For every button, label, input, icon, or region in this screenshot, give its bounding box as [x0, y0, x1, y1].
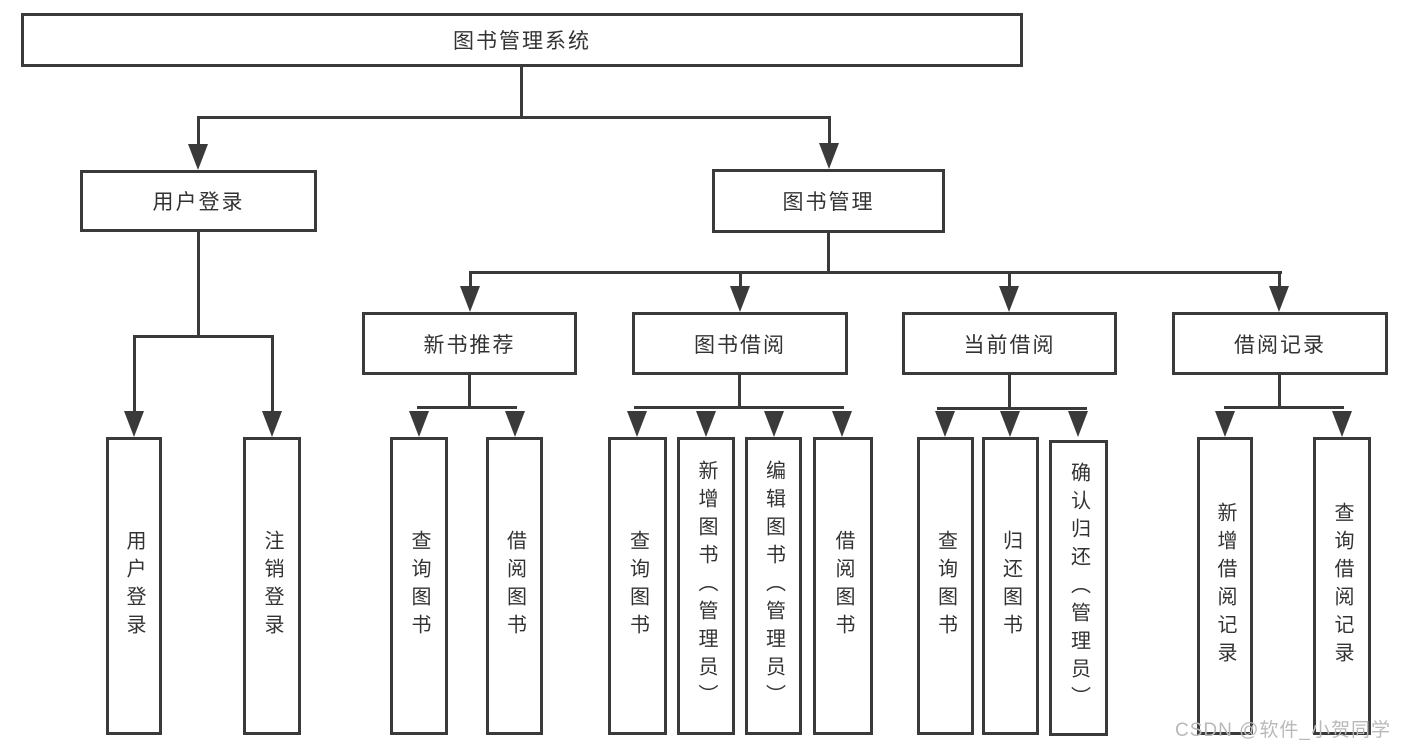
leaf-borrow-books-recommend: 借阅图书 [486, 437, 543, 735]
leaf-query-books-current: 查询图书 [917, 437, 974, 735]
leaf-query-books-recommend: 查询图书 [390, 437, 448, 735]
leaf-add-books-admin: 新增图书（管理员） [677, 437, 735, 735]
leaf-logout-label: 注销登录 [261, 530, 283, 642]
arrow-down-icon [832, 411, 852, 437]
arrow-down-icon [262, 411, 282, 437]
leaf-return-books: 归还图书 [982, 437, 1039, 735]
leaf-user-login-label: 用户登录 [123, 530, 145, 642]
node-new-book-recommend-label: 新书推荐 [423, 333, 516, 357]
connector-line [1278, 271, 1281, 292]
leaf-logout: 注销登录 [243, 437, 301, 735]
leaf-edit-books-admin-label: 编辑图书（管理员） [762, 460, 785, 712]
arrow-down-icon [1215, 411, 1235, 437]
node-current-borrowing-label: 当前借阅 [963, 333, 1056, 357]
leaf-add-books-admin-label: 新增图书（管理员） [695, 460, 717, 712]
node-borrowing-records: 借阅记录 [1172, 312, 1388, 375]
connector-line [197, 116, 200, 150]
leaf-borrow-books-borrowing: 借阅图书 [813, 437, 873, 735]
connector-line [133, 335, 136, 413]
leaf-query-borrow-record-label: 查询借阅记录 [1331, 502, 1353, 670]
arrow-down-icon [1000, 411, 1020, 437]
connector-line [468, 375, 471, 409]
arrow-down-icon [1332, 411, 1352, 437]
arrow-down-icon [1269, 286, 1289, 312]
connector-line [937, 407, 1087, 410]
leaf-query-books-current-label: 查询图书 [934, 530, 957, 642]
connector-line [634, 406, 844, 409]
leaf-edit-books-admin: 编辑图书（管理员） [745, 437, 802, 735]
connector-line [1008, 375, 1011, 409]
connector-line [738, 375, 741, 409]
connector-line [739, 271, 742, 292]
connector-line [1008, 271, 1011, 292]
leaf-query-books-recommend-label: 查询图书 [408, 530, 430, 642]
connector-line [828, 116, 831, 150]
node-current-borrowing: 当前借阅 [902, 312, 1117, 375]
arrow-down-icon [696, 411, 716, 437]
connector-line [827, 233, 830, 274]
connector-line [1278, 375, 1281, 409]
connector-line [469, 271, 472, 292]
leaf-borrow-books-recommend-label: 借阅图书 [503, 530, 526, 642]
arrow-down-icon [819, 143, 839, 169]
connector-line [197, 232, 200, 338]
leaf-confirm-return-admin: 确认归还（管理员） [1049, 440, 1108, 736]
node-root: 图书管理系统 [21, 13, 1023, 67]
node-book-borrowing-label: 图书借阅 [694, 333, 786, 357]
arrow-down-icon [764, 411, 784, 437]
leaf-query-borrow-record: 查询借阅记录 [1313, 437, 1371, 735]
arrow-down-icon [409, 411, 429, 437]
node-root-label: 图书管理系统 [453, 30, 591, 53]
arrow-down-icon [188, 144, 208, 170]
node-book-management-label: 图书管理 [782, 191, 875, 214]
node-user-login: 用户登录 [80, 170, 317, 232]
node-borrowing-records-label: 借阅记录 [1234, 333, 1326, 357]
connector-line [469, 271, 1282, 274]
leaf-add-borrow-record-label: 新增借阅记录 [1214, 502, 1236, 670]
leaf-confirm-return-admin-label: 确认归还（管理员） [1067, 462, 1090, 714]
leaf-user-login: 用户登录 [106, 437, 162, 735]
leaf-query-books-borrowing-label: 查询图书 [626, 530, 649, 642]
leaf-return-books-label: 归还图书 [999, 530, 1022, 642]
arrow-down-icon [627, 411, 647, 437]
arrow-down-icon [999, 286, 1019, 312]
arrow-down-icon [935, 411, 955, 437]
connector-line [271, 335, 274, 413]
watermark: CSDN @软件_小贺同学 [1175, 720, 1391, 741]
connector-line [417, 406, 517, 409]
leaf-borrow-books-borrowing-label: 借阅图书 [832, 530, 854, 642]
arrow-down-icon [460, 286, 480, 312]
leaf-add-borrow-record: 新增借阅记录 [1197, 437, 1253, 735]
arrow-down-icon [124, 411, 144, 437]
leaf-query-books-borrowing: 查询图书 [608, 437, 667, 735]
arrow-down-icon [730, 286, 750, 312]
node-new-book-recommend: 新书推荐 [362, 312, 577, 375]
connector-line [520, 67, 523, 118]
connector-line [1224, 406, 1344, 409]
node-user-login-label: 用户登录 [152, 191, 245, 214]
arrow-down-icon [505, 411, 525, 437]
arrow-down-icon [1068, 411, 1088, 437]
node-book-borrowing: 图书借阅 [632, 312, 848, 375]
connector-line [197, 116, 831, 119]
node-book-management: 图书管理 [712, 169, 945, 233]
connector-line [133, 335, 274, 338]
